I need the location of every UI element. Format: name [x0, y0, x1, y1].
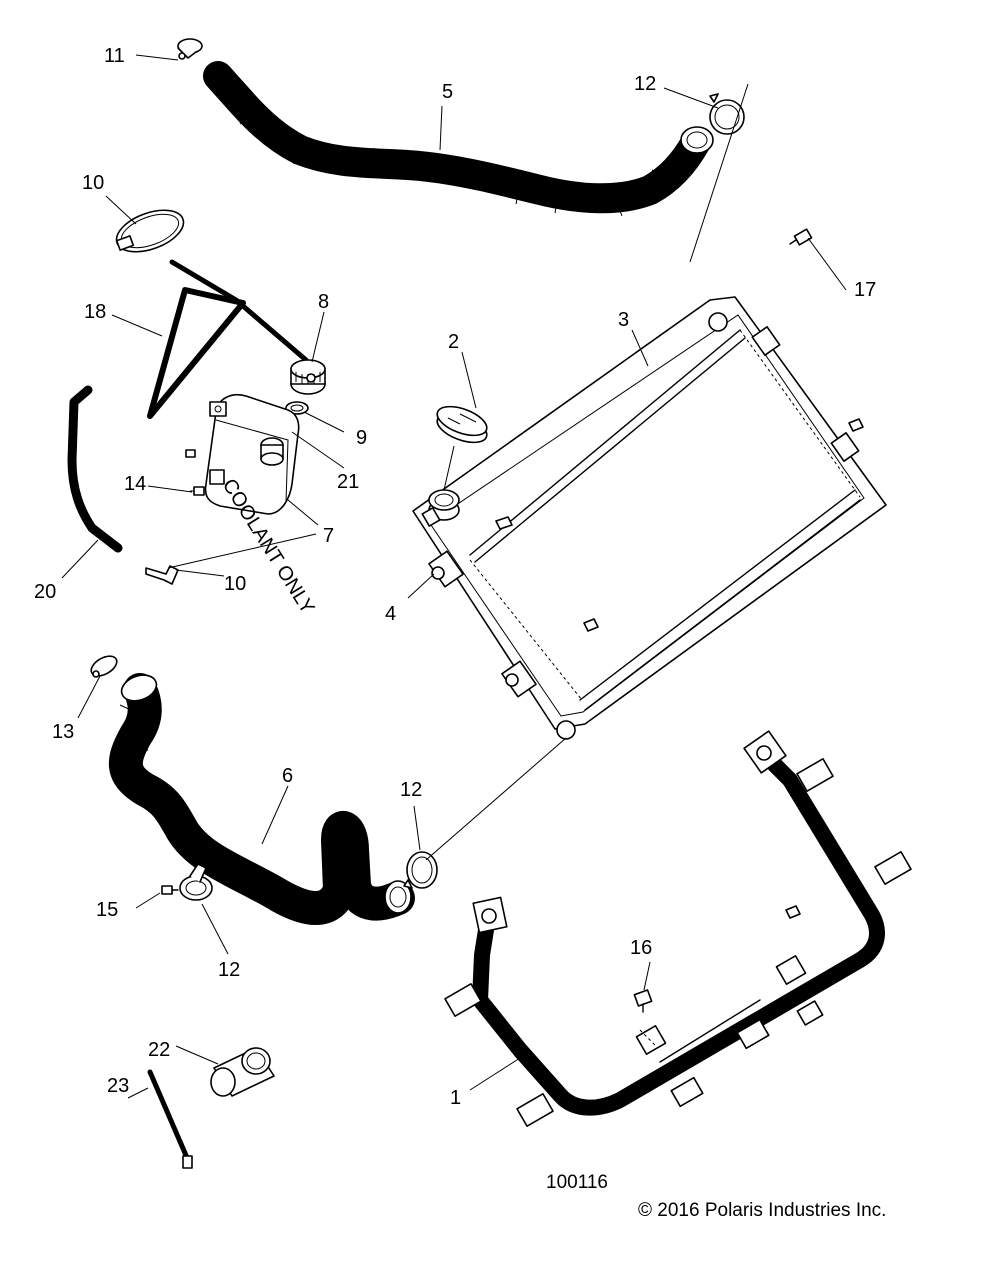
callout-12-a: 11 [104, 45, 125, 67]
screw-15 [190, 486, 205, 496]
callout-12-c: 12 [400, 779, 422, 801]
callout-18: 17 [854, 279, 876, 301]
wire-bracket [147, 259, 309, 419]
cable-tie [147, 1069, 193, 1169]
callout-13: 12 [218, 959, 240, 981]
callout-3: 3 [618, 309, 629, 331]
radiator-mount-frame [444, 730, 912, 1127]
callout-7: 7 [323, 525, 334, 547]
callout-10: 10 [224, 573, 246, 595]
callout-5: 5 [442, 81, 453, 103]
callout-8: 8 [318, 291, 329, 313]
lower-coolant-hose [108, 673, 415, 925]
callout-17: 16 [630, 937, 652, 959]
drawing-number: 100116 [546, 1172, 608, 1193]
callout-14: 13 [52, 721, 74, 743]
callout-22: 22 [148, 1039, 170, 1061]
sleeve [210, 1047, 275, 1097]
screw-16 [161, 885, 179, 895]
hose-clamp-lower [403, 851, 438, 889]
callout-6: 6 [282, 765, 293, 787]
bolt-17 [633, 989, 653, 1013]
callout-16: 15 [96, 899, 118, 921]
callout-21: 21 [337, 471, 359, 493]
overflow-hose [67, 385, 123, 553]
screw-near-bottle [185, 449, 196, 458]
screw-18 [789, 228, 813, 246]
hose-clamp-top-left [177, 38, 203, 60]
callout-15: 14 [124, 473, 146, 495]
leader-lines [61, 54, 847, 1099]
callout-20: 20 [34, 581, 56, 603]
copyright-notice: © 2016 Polaris Industries Inc. [638, 1200, 886, 1221]
callout-9: 9 [356, 427, 367, 449]
callout-11: 10 [82, 172, 104, 194]
hose-fitting [145, 565, 179, 585]
coolant-recovery-bottle: COOLANT ONLY [204, 394, 318, 618]
callout-23: 23 [107, 1075, 129, 1097]
callout-1: 1 [450, 1087, 461, 1109]
radiator-cap [436, 405, 488, 444]
upper-coolant-hose [203, 61, 714, 217]
callout-12-b: 12 [634, 73, 656, 95]
recovery-bottle-cap [290, 359, 326, 395]
hose-clamp-small [90, 655, 118, 678]
callout-2: 2 [448, 331, 459, 353]
band-clamp [115, 209, 185, 253]
callout-19: 18 [84, 301, 106, 323]
radiator [412, 296, 887, 740]
callout-4: 4 [385, 603, 396, 625]
callout-labels: 11 12 5 10 18 8 9 21 7 10 14 20 2 3 17 4… [34, 45, 876, 1109]
p-clamp [179, 863, 213, 901]
hose-clamp-top-right [709, 93, 745, 135]
